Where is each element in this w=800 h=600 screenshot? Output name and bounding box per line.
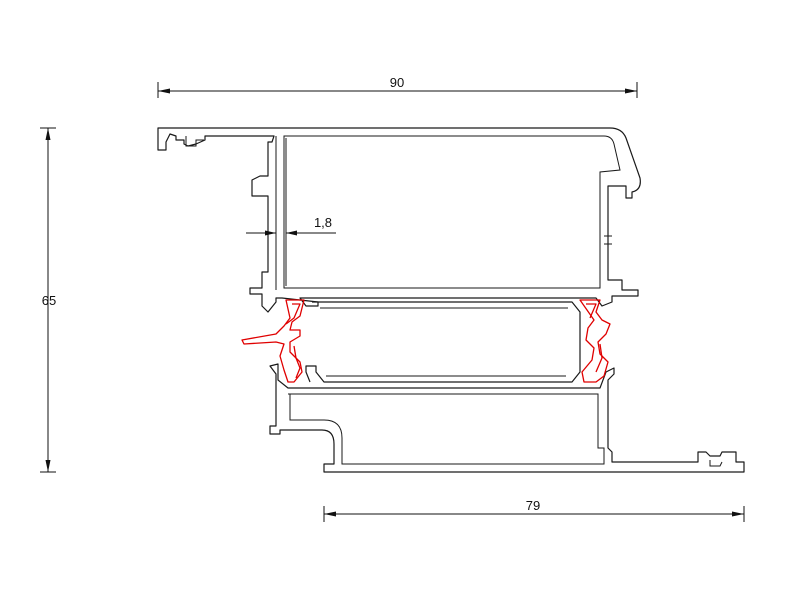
middle-chamber-inner — [320, 307, 568, 377]
lower-profile-outline — [269, 363, 745, 473]
dimension-width-top: 90 — [157, 75, 638, 98]
lower-right-hook — [709, 460, 723, 467]
thermal-break-strips — [241, 299, 611, 383]
dimension-label-width-bottom: 79 — [526, 498, 540, 513]
arrowhead-top-left — [158, 88, 170, 94]
arrowhead-left-bottom — [45, 460, 51, 472]
arrowhead-bottom-left — [324, 511, 336, 517]
middle-profile — [305, 301, 581, 383]
arrowhead-wall-right — [286, 230, 297, 236]
thermal-break-right-inner — [586, 303, 603, 373]
dimension-label-wall-thickness: 1,8 — [314, 215, 332, 230]
lower-chamber-inner — [288, 393, 605, 465]
thermal-break-left — [241, 299, 305, 383]
middle-chamber-outline — [305, 301, 581, 383]
lower-profile — [269, 363, 745, 473]
upper-chamber-inner — [283, 135, 621, 289]
dimension-height-left: 65 — [40, 127, 56, 473]
upper-top-hook — [185, 136, 204, 147]
upper-profile-outline — [157, 127, 641, 313]
thermal-break-left-inner — [285, 303, 301, 379]
arrowhead-bottom-right — [732, 511, 744, 517]
dimension-label-height-left: 65 — [42, 293, 56, 308]
arrowhead-wall-left — [265, 230, 276, 236]
dimension-wall-thickness: 1,8 — [246, 215, 336, 236]
dimension-label-width-top: 90 — [390, 75, 404, 90]
dimension-width-bottom: 79 — [323, 498, 745, 522]
upper-profile — [157, 127, 641, 313]
thermal-break-right — [579, 299, 611, 383]
arrowhead-top-right — [625, 88, 637, 94]
upper-web — [275, 136, 287, 290]
arrowhead-left-top — [45, 128, 51, 140]
upper-right-hook — [604, 235, 612, 245]
